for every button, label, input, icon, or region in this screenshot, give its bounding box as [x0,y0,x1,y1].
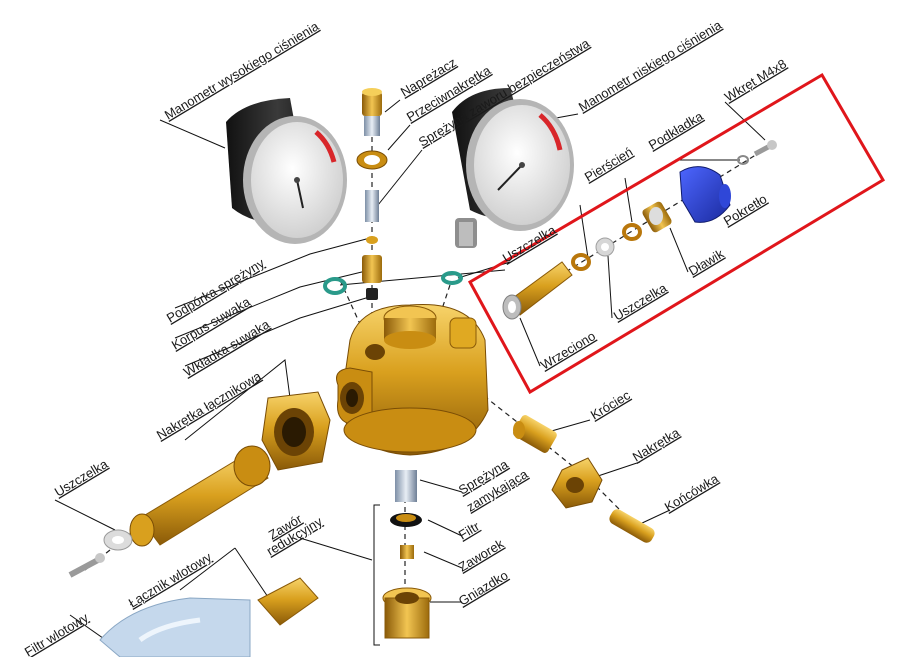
label-screw-m4x8: Wkręt M4x8 [722,56,789,105]
label-low-pressure-gauge: Manometr niskiego ciśnienia [576,17,725,115]
leader-lines [54,99,766,651]
label-high-pressure-gauge: Manometr wysokiego ciśnienia [162,18,322,122]
label-spindle: Wrzeciono [538,328,598,372]
label-stub-pipe: Króciec [588,387,633,422]
teal-seal-right [441,271,463,285]
low-pressure-gauge [452,88,574,248]
stem-assembly [502,140,777,320]
teal-seal-left [323,277,347,295]
safety-valve-stack [356,88,388,300]
inlet-assembly [68,391,331,657]
label-tip: Końcówka [662,470,722,514]
label-washer: Podkładka [646,108,706,153]
reducing-valve [382,470,432,639]
high-pressure-gauge [226,98,347,244]
highlight-frame [467,72,886,395]
outlet-parts [513,415,655,543]
label-nut: Nakrętka [630,425,683,465]
regulator-body [336,303,489,456]
label-seal-middle: Uszczelka [611,280,670,324]
label-ring: Pierścień [582,144,636,184]
label-union-nut: Nakrętka łącznikowa [154,368,265,443]
label-inlet-filter: Filtr wlotowy [22,610,91,657]
label-filter: Filtr [456,518,483,542]
label-seal-left: Uszczelka [52,456,111,500]
label-gland: Dławik [686,246,727,279]
